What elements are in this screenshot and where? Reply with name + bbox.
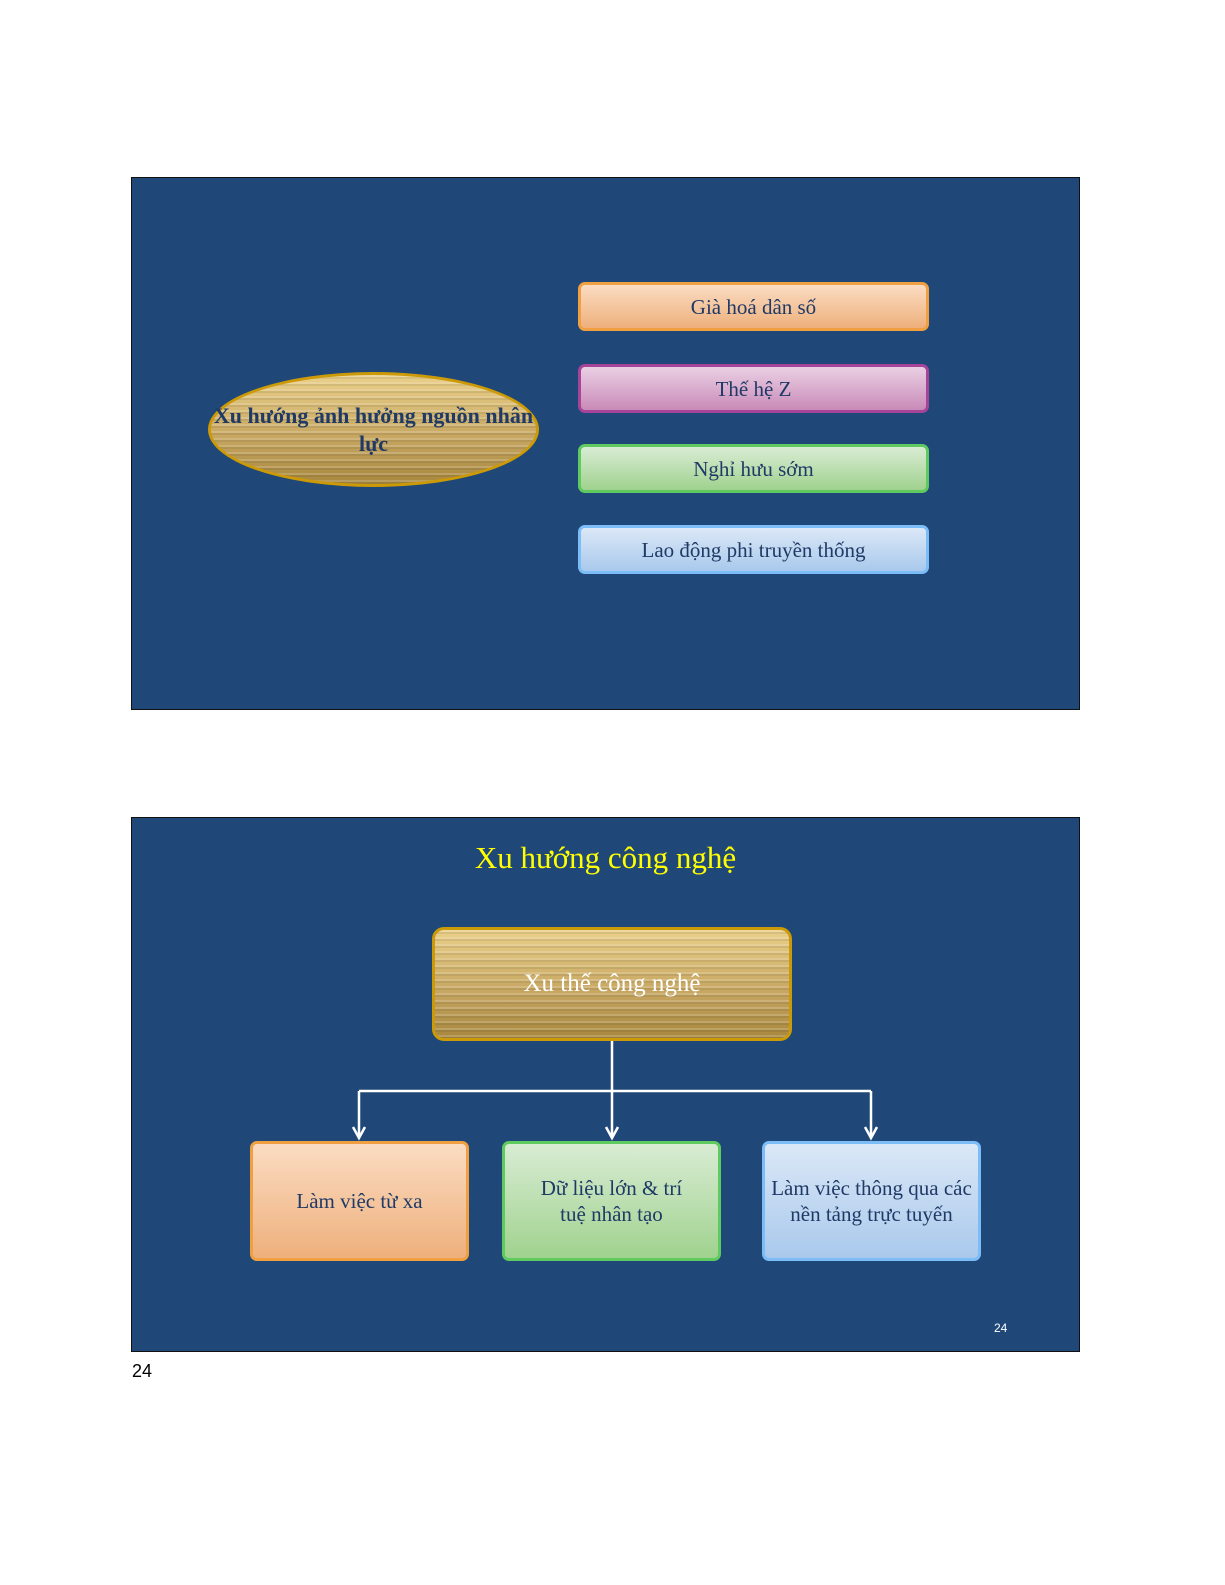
slide-technology-trends: Xu hướng công nghệ Xu thế công nghệ Làm … — [131, 817, 1080, 1352]
page-number: 24 — [132, 1361, 153, 1381]
child-big-data-ai: Dữ liệu lớn & trí tuệ nhân tạo — [502, 1141, 721, 1261]
slide-title: Xu hướng công nghệ — [474, 840, 737, 875]
root-node: Xu thế công nghệ — [432, 927, 792, 1041]
slide-number: 24 — [994, 1321, 1008, 1335]
slide-workforce-trends: Xu hướng ảnh hưởng nguồn nhân lực Già ho… — [131, 177, 1080, 710]
center-ellipse: Xu hướng ảnh hưởng nguồn nhân lực — [208, 372, 539, 487]
trend-nontraditional-labor: Lao động phi truyền thống — [578, 525, 929, 574]
connector-lines — [351, 1041, 879, 1141]
trend-gen-z: Thế hệ Z — [578, 364, 929, 413]
trend-aging: Già hoá dân số — [578, 282, 929, 331]
child-remote-work: Làm việc từ xa — [250, 1141, 469, 1261]
child-online-platforms: Làm việc thông qua các nền tảng trực tuy… — [762, 1141, 981, 1261]
trend-early-retirement: Nghỉ hưu sớm — [578, 444, 929, 493]
